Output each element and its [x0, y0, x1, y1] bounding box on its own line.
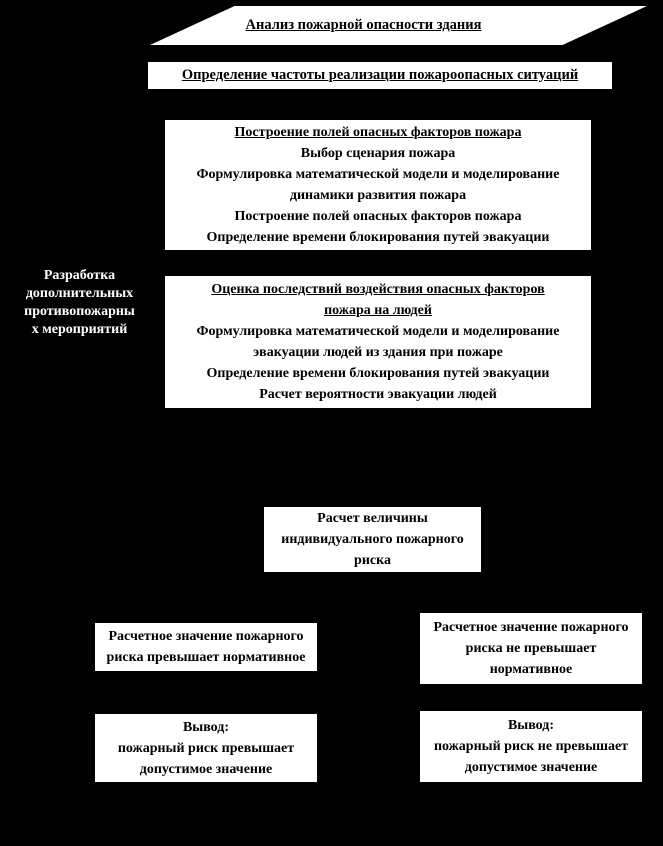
node-hazard-factor-fields-title: Построение полей опасных факторов пожара	[234, 125, 522, 140]
node-fire-situation-frequency-label: Определение частоты реализации пожароопа…	[181, 66, 579, 83]
node-hazard-impact-assessment: Оценка последствий воздействия опасных ф…	[165, 276, 591, 408]
node-hazard-impact-assessment-title-line: пожара на людей	[324, 303, 432, 318]
node-risk-not-exceeds-standard: Расчетное значение пожарного риска не пр…	[420, 613, 642, 684]
node-individual-risk-calculation-line: индивидуального пожарного	[281, 532, 464, 547]
node-hazard-factor-fields-line: Построение полей опасных факторов пожара	[234, 209, 522, 224]
node-conclusion-risk-exceeds-line: пожарный риск превышает	[117, 740, 295, 756]
node-risk-exceeds-standard: Расчетное значение пожарного риска превы…	[95, 623, 317, 671]
node-hazard-factor-fields-line: Выбор сценария пожара	[300, 146, 456, 161]
node-individual-risk-calculation-line: риска	[354, 553, 391, 568]
node-hazard-impact-assessment-line: эвакуации людей из здания при пожаре	[253, 345, 503, 360]
node-conclusion-risk-exceeds: Вывод: пожарный риск превышает допустимо…	[95, 714, 317, 782]
node-conclusion-risk-not-exceeds-line: Вывод:	[507, 718, 555, 733]
node-conclusion-risk-not-exceeds: Вывод: пожарный риск не превышает допуст…	[420, 711, 642, 782]
node-hazard-factor-fields-line: Формулировка математической модели и мод…	[196, 167, 560, 182]
node-hazard-impact-assessment-title-line: Оценка последствий воздействия опасных ф…	[211, 282, 545, 297]
node-building-fire-hazard-analysis-label: Анализ пожарной опасности здания	[245, 17, 482, 33]
node-hazard-impact-assessment-line: Определение времени блокирования путей э…	[206, 366, 550, 381]
node-fire-situation-frequency: Определение частоты реализации пожароопа…	[148, 62, 612, 89]
label-additional-fire-measures-line: Разработка	[43, 267, 116, 283]
node-building-fire-hazard-analysis: Анализ пожарной опасности здания	[150, 6, 647, 45]
node-risk-not-exceeds-standard-line: риска не превышает	[465, 641, 597, 656]
node-individual-risk-calculation: Расчет величины индивидуального пожарног…	[264, 507, 481, 572]
node-risk-not-exceeds-standard-line: Расчетное значение пожарного	[433, 620, 629, 635]
node-hazard-factor-fields-line: динамики развития пожара	[289, 188, 467, 203]
node-risk-not-exceeds-standard-line: нормативное	[489, 662, 573, 677]
node-conclusion-risk-exceeds-line: Вывод:	[182, 719, 230, 735]
label-additional-fire-measures-line: противопожарны	[24, 304, 135, 319]
node-risk-exceeds-standard-line: риска превышает нормативное	[106, 650, 306, 665]
label-additional-fire-measures: Разработка дополнительных противопожарны…	[2, 265, 157, 341]
node-individual-risk-calculation-line: Расчет величины	[317, 511, 428, 526]
node-hazard-factor-fields: Построение полей опасных факторов пожара…	[165, 120, 591, 250]
label-additional-fire-measures-line: х мероприятий	[31, 322, 128, 338]
node-hazard-impact-assessment-line: Формулировка математической модели и мод…	[196, 324, 560, 339]
node-hazard-factor-fields-line: Определение времени блокирования путей э…	[206, 230, 550, 245]
node-conclusion-risk-not-exceeds-line: пожарный риск не превышает	[433, 739, 629, 754]
node-hazard-impact-assessment-line: Расчет вероятности эвакуации людей	[259, 387, 497, 402]
node-risk-exceeds-standard-line: Расчетное значение пожарного	[108, 629, 304, 644]
node-conclusion-risk-not-exceeds-line: допустимое значение	[464, 760, 598, 775]
node-conclusion-risk-exceeds-line: допустимое значение	[139, 761, 273, 777]
label-additional-fire-measures-line: дополнительных	[25, 285, 134, 301]
